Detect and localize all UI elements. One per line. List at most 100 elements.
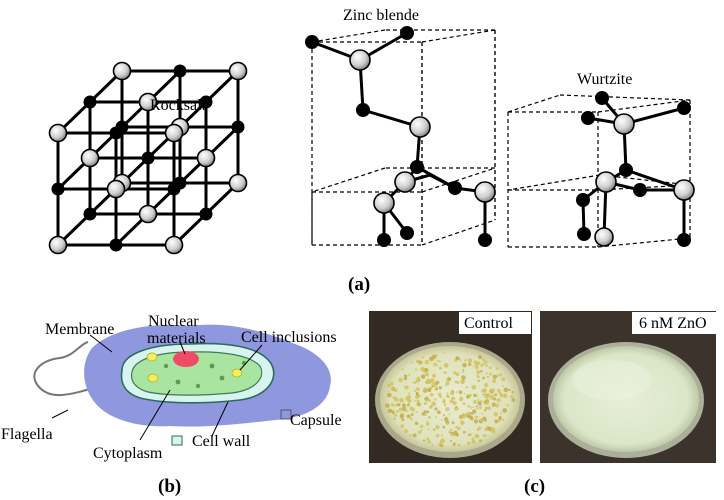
colony-dot — [442, 352, 445, 354]
cell-wall-label: Cell wall — [192, 433, 251, 450]
colony-dot — [463, 430, 466, 434]
colony-dot — [419, 424, 424, 429]
colony-dot — [390, 403, 395, 407]
small-atom — [448, 181, 462, 195]
zno-photo: 6 nM ZnO — [540, 311, 716, 463]
colony-dot — [465, 412, 468, 415]
zno-label: 6 nM ZnO — [639, 315, 707, 332]
inclusion-dot — [231, 368, 243, 378]
large-atom — [112, 61, 132, 81]
colony-dot — [445, 381, 450, 386]
colony-dot — [393, 417, 396, 420]
colony-dot — [450, 391, 455, 396]
colony-dot — [494, 419, 499, 424]
panel-c: Control 6 nM ZnO (c) — [369, 311, 716, 497]
colony-dot — [466, 441, 471, 446]
colony-dot — [481, 412, 484, 415]
bacterial-colonies — [385, 352, 516, 448]
colony-dot — [418, 430, 422, 434]
colony-dot — [424, 368, 429, 372]
colony-dot — [434, 387, 437, 390]
colony-dot — [455, 406, 458, 409]
cell-edge — [311, 29, 386, 43]
colony-dot — [452, 444, 455, 447]
colony-dot — [477, 379, 480, 382]
colony-dot — [472, 437, 474, 439]
colony-dot — [446, 392, 449, 395]
large-atom — [196, 148, 216, 168]
colony-dot — [424, 359, 430, 365]
colony-dot — [404, 410, 407, 413]
colony-dot — [449, 399, 454, 404]
colony-dot — [426, 410, 430, 414]
colony-dot — [394, 403, 398, 407]
colony-dot — [437, 410, 441, 414]
colony-dot — [401, 406, 407, 411]
colony-dot — [432, 428, 436, 431]
colony-dot — [429, 356, 434, 362]
colony-dot — [403, 374, 408, 378]
colony-dot — [506, 404, 509, 407]
large-atom — [228, 173, 248, 193]
colony-dot — [435, 425, 440, 430]
colony-dot — [388, 408, 393, 413]
colony-dot — [487, 406, 492, 410]
colony-dot — [467, 405, 470, 408]
colony-dot — [477, 399, 479, 401]
colony-dot — [420, 374, 426, 379]
large-atom — [613, 113, 635, 135]
colony-dot — [424, 396, 429, 402]
small-atom — [173, 64, 187, 78]
large-atom — [673, 179, 695, 201]
colony-dot — [465, 386, 468, 389]
colony-dot — [461, 375, 466, 380]
large-atom — [48, 235, 68, 255]
panel-a: Rocksalt Zinc blende Wurtzite (a) — [48, 7, 695, 295]
colony-dot — [433, 362, 437, 367]
colony-dot — [408, 399, 412, 403]
colony-dot — [503, 387, 509, 393]
colony-dot — [399, 397, 404, 403]
colony-dot — [482, 358, 486, 361]
inclusion-dot — [147, 373, 159, 383]
large-atom — [80, 148, 100, 168]
colony-dot — [476, 407, 479, 410]
small-atom — [400, 226, 414, 240]
colony-dot — [434, 398, 437, 401]
colony-dot — [477, 376, 480, 379]
colony-dot — [444, 417, 449, 422]
colony-dot — [421, 356, 424, 359]
colony-dot — [427, 398, 432, 403]
colony-dot — [458, 390, 463, 395]
colony-dot — [435, 433, 440, 438]
colony-dot — [437, 392, 442, 396]
large-atom — [594, 227, 614, 247]
cell-edge — [311, 167, 386, 193]
colony-dot — [462, 368, 465, 371]
small-atom — [400, 26, 414, 40]
colony-dot — [494, 393, 498, 397]
large-atom — [228, 61, 248, 81]
large-atom — [164, 235, 184, 255]
colony-dot — [462, 362, 467, 368]
colony-dot — [429, 406, 432, 409]
small-atom — [410, 160, 424, 174]
colony-dot — [415, 394, 420, 400]
colony-dot — [408, 402, 411, 405]
colony-dot — [442, 398, 445, 401]
colony-dot — [425, 422, 430, 426]
colony-dot — [412, 381, 415, 384]
colony-dot — [501, 385, 504, 388]
colony-dot — [473, 393, 477, 398]
colony-dot — [495, 403, 500, 408]
large-atom — [138, 204, 158, 224]
cytoplasm-leader — [139, 389, 171, 441]
colony-dot — [415, 387, 420, 392]
control-photo: Control — [369, 311, 532, 463]
colony-dot — [485, 401, 489, 404]
zincblende-structure — [305, 26, 496, 247]
colony-dot — [455, 357, 458, 360]
colony-dot — [469, 415, 473, 420]
colony-dot — [455, 391, 458, 393]
colony-dot — [427, 428, 430, 431]
